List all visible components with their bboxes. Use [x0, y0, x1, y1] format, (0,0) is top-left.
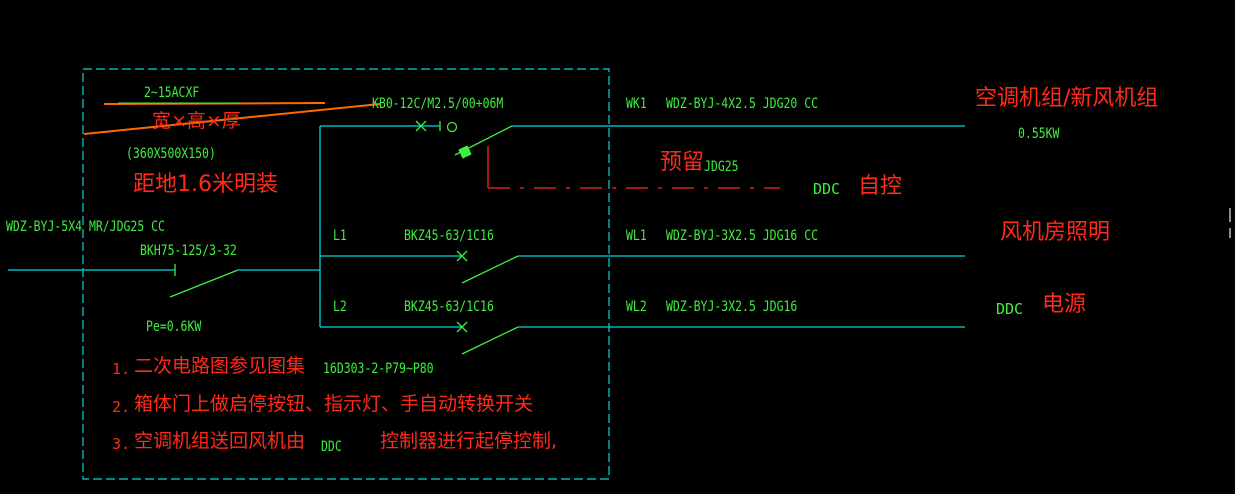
l2-breaker-x2 [456, 321, 468, 333]
reserve-conduit: JDG25 [704, 159, 739, 175]
note-3-num: 3. [112, 435, 131, 453]
reserve-auto-control: 自控 [858, 174, 903, 199]
note-3-text: 空调机组送回风机由 [134, 430, 306, 452]
box-dims-label: 宽×高×厚 [152, 110, 241, 132]
wk1-contactor-marker [458, 145, 472, 159]
orange-leader-2 [83, 103, 381, 135]
wk1-load-label: 空调机组/新风机组 [975, 86, 1159, 111]
l1-breaker-x2 [456, 250, 468, 262]
note-1-text: 二次电路图参见图集 [134, 355, 306, 377]
incoming-cable-label: WDZ-BYJ-5X4 MR/JDG25 CC [6, 219, 165, 235]
l1-phase-label: L1 [333, 228, 347, 244]
l2-load-prefix: DDC [996, 300, 1024, 318]
note-1-num: 1. [112, 360, 131, 378]
note-2-num: 2. [112, 398, 131, 416]
reserve-label: 预留 [660, 150, 705, 175]
l1-cable-label: WDZ-BYJ-3X2.5 JDG16 CC [666, 228, 819, 244]
l1-device-label: BKZ45-63/1C16 [404, 228, 494, 244]
note-3-ddc: DDC [321, 439, 342, 455]
wk1-breaker-x2 [415, 120, 427, 132]
distribution-box-outline [82, 68, 610, 480]
box-dims-value: (360X500X150) [126, 146, 216, 162]
main-breaker-label: BKH75-125/3-32 [140, 243, 237, 259]
wk1-cable-label: WDZ-BYJ-4X2.5 JDG20 CC [666, 96, 819, 112]
wk1-device-label: KB0-12C/M2.5/00+06M [372, 96, 504, 112]
reserve-ddc: DDC [813, 180, 841, 198]
main-breaker-blade [169, 269, 239, 298]
l2-cable-label: WDZ-BYJ-3X2.5 JDG16 [666, 299, 798, 315]
box-mount-note: 距地1.6米明装 [133, 172, 278, 197]
l2-load-label: 电源 [1042, 292, 1087, 317]
note-2-text: 箱体门上做启停按钮、指示灯、手自动转换开关 [134, 393, 534, 415]
l2-phase-label: L2 [333, 299, 347, 315]
power-label: Pe=0.6KW [146, 319, 202, 335]
l1-load-label: 风机房照明 [1000, 220, 1111, 245]
l1-switch-blade [461, 255, 519, 284]
l2-wire-id: WL2 [626, 299, 647, 315]
l2-switch-blade [461, 326, 519, 355]
wk1-breaker-contact [446, 121, 458, 133]
wk1-wire-id: WK1 [626, 96, 647, 112]
box-model-label: 2~15ACXF [144, 85, 200, 101]
wk1-load-power: 0.55KW [1018, 126, 1060, 142]
note-1-ref: 16D303-2-P79~P80 [323, 361, 434, 377]
l2-device-label: BKZ45-63/1C16 [404, 299, 494, 315]
l1-wire-id: WL1 [626, 228, 647, 244]
note-3-tail: 控制器进行起停控制, [380, 430, 558, 452]
